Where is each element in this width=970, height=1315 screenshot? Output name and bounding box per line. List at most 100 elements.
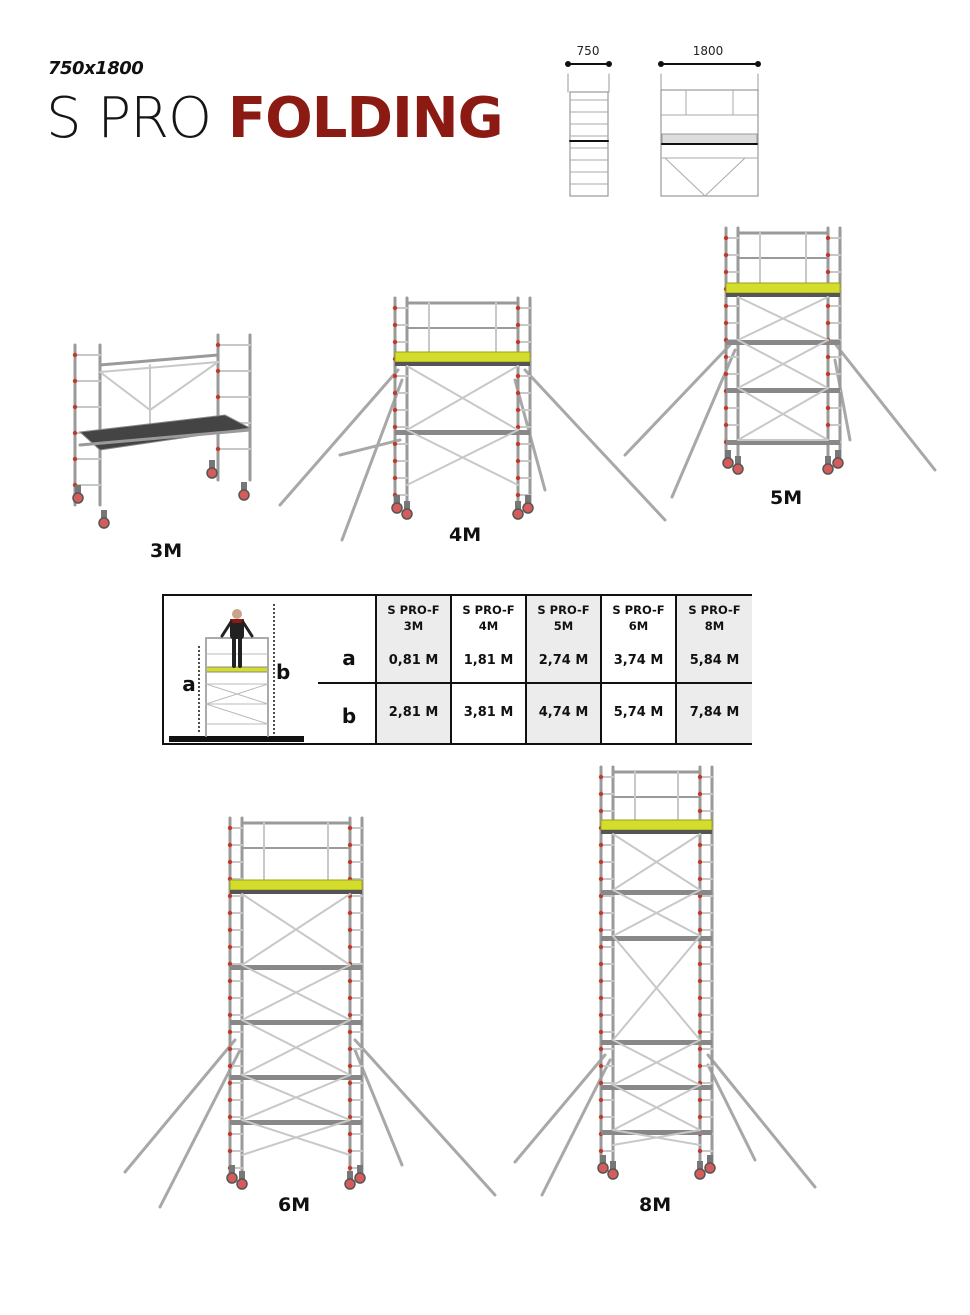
wheel-icon: [344, 1178, 356, 1190]
scaffold-4m: [278, 296, 667, 542]
coupler: [697, 876, 703, 882]
caster: [725, 450, 731, 460]
coupler: [598, 1029, 604, 1035]
front-view: [660, 89, 759, 197]
coupler: [347, 1131, 353, 1137]
column-header-size: 6M: [628, 619, 649, 633]
wheel-icon: [354, 1172, 366, 1184]
platform-edge: [601, 830, 712, 834]
coupler: [227, 978, 233, 984]
coupler: [697, 961, 703, 967]
coupler: [72, 352, 78, 358]
coupler: [697, 1063, 703, 1069]
outrigger: [513, 1053, 607, 1164]
coupler: [347, 978, 353, 984]
platform: [601, 890, 712, 895]
brace: [406, 365, 519, 431]
coupler: [825, 303, 831, 309]
wheel-icon: [607, 1168, 619, 1180]
side-view: [569, 91, 609, 197]
caster: [241, 482, 247, 492]
coupler: [392, 424, 398, 430]
wheel-icon: [236, 1178, 248, 1190]
outrigger: [523, 368, 667, 522]
dim-end: [755, 61, 761, 67]
platform: [726, 388, 840, 393]
platform-edge: [395, 362, 530, 366]
coupler: [515, 492, 521, 498]
table-cell-b: 7,84 M: [675, 682, 752, 743]
caster: [101, 510, 107, 520]
coupler: [515, 373, 521, 379]
value-a: 2,74 M: [538, 653, 589, 668]
caster: [525, 495, 531, 505]
title-bold: FOLDING: [227, 86, 504, 151]
person-collar: [230, 619, 244, 623]
coupler: [227, 1114, 233, 1120]
brace: [737, 339, 829, 389]
product-title: S PRO FOLDING: [46, 86, 504, 152]
caster: [394, 495, 400, 505]
coupler: [72, 430, 78, 436]
coupler: [825, 269, 831, 275]
outrigger: [278, 368, 400, 507]
row-label-b: b: [341, 704, 357, 728]
scaffold-3m: [72, 333, 252, 529]
coupler: [227, 1012, 233, 1018]
coupler: [72, 456, 78, 462]
brace: [737, 387, 829, 441]
outrigger: [833, 358, 852, 442]
wheel-icon: [832, 457, 844, 469]
platform-edge: [726, 293, 840, 297]
coupler: [515, 475, 521, 481]
coupler: [598, 1114, 604, 1120]
outrigger: [540, 1058, 612, 1197]
coupler: [515, 339, 521, 345]
value-a: 3,74 M: [613, 653, 664, 668]
platform: [395, 430, 530, 435]
coupler: [347, 1029, 353, 1035]
coupler: [697, 1148, 703, 1154]
title-light: S PRO: [46, 86, 212, 151]
brace: [704, 157, 746, 197]
model-label-5m: 5M: [770, 487, 803, 509]
coupler: [598, 910, 604, 916]
outrigger: [340, 378, 404, 542]
coupler: [347, 1148, 353, 1154]
outrigger: [338, 438, 402, 457]
coupler: [825, 320, 831, 326]
brace: [612, 833, 701, 891]
coupler: [347, 1046, 353, 1052]
coupler: [347, 825, 353, 831]
coupler: [825, 371, 831, 377]
caster: [707, 1155, 713, 1165]
platform-deck: [205, 666, 269, 673]
coupler: [515, 458, 521, 464]
column-header-size: 5M: [553, 619, 574, 633]
coupler: [598, 876, 604, 882]
column-header-name: S PRO-F: [612, 603, 665, 617]
coupler: [347, 995, 353, 1001]
wheel-icon: [401, 508, 413, 520]
coupler: [227, 1080, 233, 1086]
table-cell-a: S PRO-F 3M 0,81 M: [375, 596, 450, 682]
column-header-name: S PRO-F: [462, 603, 515, 617]
person-head: [232, 609, 242, 619]
value-b: 7,84 M: [689, 705, 740, 720]
coupler: [598, 1097, 604, 1103]
coupler: [392, 458, 398, 464]
coupler: [347, 910, 353, 916]
guardrail: [98, 353, 220, 367]
brace: [99, 371, 151, 411]
column-header-name: S PRO-F: [387, 603, 440, 617]
coupler: [723, 252, 729, 258]
platform-deck: [725, 282, 841, 294]
coupler: [227, 995, 233, 1001]
brace: [612, 889, 701, 937]
ground: [169, 736, 304, 742]
coupler: [825, 354, 831, 360]
caster: [239, 1171, 245, 1181]
model-label-4m: 4M: [449, 524, 482, 546]
platform: [230, 1075, 362, 1080]
height-spec-table: a a b b S PRO-F 3M 0,81 M 2,81 M S PRO-F…: [162, 594, 752, 745]
